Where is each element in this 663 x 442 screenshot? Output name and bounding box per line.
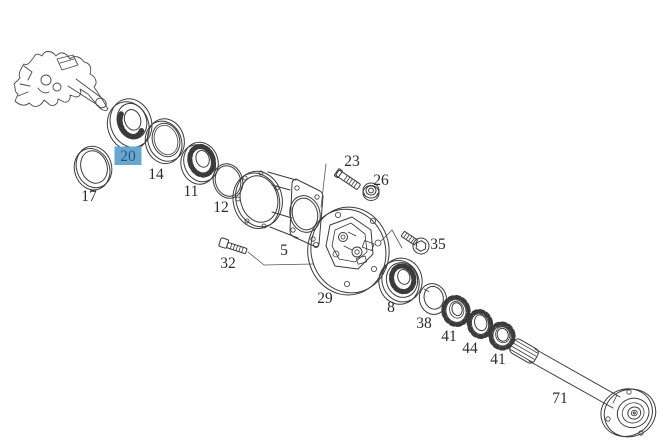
carrier-plate-29-drawing [307,206,390,296]
part-label-26[interactable]: 26 [373,172,389,189]
wheel-hub-5-drawing [232,170,324,248]
washer-38-drawing [418,283,448,315]
axle-housing-drawing [13,51,109,111]
highlight-box-20[interactable] [114,146,142,166]
part-label-41a[interactable]: 41 [441,328,457,345]
part-label-11[interactable]: 11 [184,183,199,200]
part-label-8[interactable]: 8 [387,299,395,316]
roller-bearing-11-drawing [180,141,219,185]
leader-line-23 [320,163,327,208]
bolt-35-drawing [400,231,430,255]
lock-nut-41a-drawing [441,294,471,328]
part-label-38[interactable]: 38 [416,315,432,332]
part-label-32[interactable]: 32 [220,255,236,272]
part-label-12[interactable]: 12 [213,199,229,216]
part-label-71[interactable]: 71 [552,390,568,407]
part-label-29[interactable]: 29 [317,290,333,307]
part-label-5[interactable]: 5 [280,242,288,259]
tapered-bearing-20-drawing [106,98,153,151]
part-label-17[interactable]: 17 [81,188,97,205]
spacer-ring-17-drawing [73,145,113,191]
part-label-23[interactable]: 23 [344,153,360,170]
bearing-8-drawing [378,257,423,305]
bolt-32-drawing [218,237,248,255]
stud-23-drawing [334,168,361,190]
nut-26-drawing [362,182,380,201]
callout-labels: 17 20 14 11 12 5 32 23 26 29 35 8 38 41 … [81,146,568,407]
seal-ring-14-drawing [144,118,185,165]
leader-line-35 [380,229,403,249]
lock-nut-41b-drawing [488,321,516,351]
part-label-41b[interactable]: 41 [490,351,506,368]
axle-shaft-71-drawing [509,338,657,438]
part-label-35[interactable]: 35 [430,236,446,253]
part-label-20[interactable]: 20 [120,148,136,165]
part-label-44[interactable]: 44 [462,340,478,357]
part-label-14[interactable]: 14 [148,166,164,183]
lock-washer-44-drawing [466,309,494,339]
leader-line-32 [247,251,315,266]
